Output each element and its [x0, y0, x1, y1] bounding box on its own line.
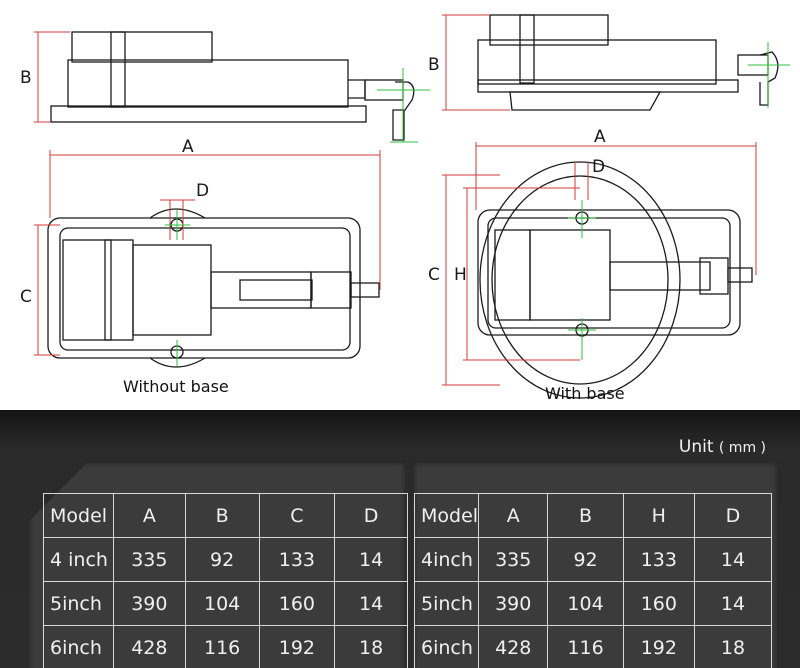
dimension-b-label-right: B: [428, 55, 440, 75]
table-row: 4 inch 335 92 133 14: [43, 537, 408, 582]
table-cell: 192: [622, 625, 695, 668]
dimension-h-label: H: [454, 265, 467, 285]
header-cell: D: [693, 493, 773, 538]
table-row: 6inch 428 116 192 18: [413, 625, 773, 668]
table-header-row: Model A B H D: [413, 493, 773, 538]
table-row: 5inch 390 104 160 14: [43, 581, 408, 626]
table-row: 5inch 390 104 160 14: [413, 581, 773, 626]
table-cell: 18: [693, 625, 773, 668]
header-cell: A: [478, 493, 549, 538]
header-cell: D: [334, 493, 408, 538]
header-cell: C: [258, 493, 336, 538]
unit-prefix: Unit: [678, 437, 714, 457]
center-lines: [165, 42, 790, 366]
table-cell: 116: [184, 625, 260, 668]
technical-drawing: B B A A D D C C H Without base With base: [0, 0, 800, 410]
dimension-c-label-right: C: [428, 265, 440, 285]
table-cell: 335: [478, 537, 549, 582]
header-cell: B: [184, 493, 260, 538]
header-cell: Model: [43, 493, 114, 538]
table-cell: 104: [184, 581, 260, 626]
table-cell: 92: [547, 537, 624, 582]
header-cell: Model: [413, 493, 480, 538]
table-header-row: Model A B C D: [43, 493, 408, 538]
dimension-d-label-left: D: [196, 181, 209, 201]
spec-section: Unit ( mm ) Model A B C D 4 inch 335 92 …: [0, 410, 800, 668]
dimension-b-label-left: B: [20, 68, 32, 88]
table-cell: 133: [622, 537, 695, 582]
side-view-without-base: [50, 31, 415, 141]
header-cell: H: [622, 493, 695, 538]
unit-label: Unit ( mm ): [679, 437, 766, 457]
header-cell: B: [547, 493, 624, 538]
table-cell: 116: [547, 625, 624, 668]
table-cell: 104: [547, 581, 624, 626]
spec-table-without-base: Model A B C D 4 inch 335 92 133 14 5inch…: [43, 493, 408, 668]
table-cell: 160: [258, 581, 336, 626]
table-cell: 14: [334, 537, 408, 582]
spec-table-with-base: Model A B H D 4inch 335 92 133 14 5inch …: [413, 493, 773, 668]
top-view-without-base: [47, 208, 380, 368]
table-cell: 390: [112, 581, 186, 626]
dimension-c-label-left: C: [20, 287, 32, 307]
table-cell: 335: [112, 537, 186, 582]
table-cell: 4inch: [413, 537, 480, 582]
table-row: 6inch 428 116 192 18: [43, 625, 408, 668]
vise-drawings: B B A A D D C C H Without base With base: [20, 14, 790, 403]
table-cell: 6inch: [413, 625, 480, 668]
table-cell: 4 inch: [43, 537, 114, 582]
table-cell: 5inch: [413, 581, 480, 626]
table-cell: 14: [693, 581, 773, 626]
dimension-a-label-right: A: [594, 127, 606, 147]
table-cell: 160: [622, 581, 695, 626]
header-cell: A: [112, 493, 186, 538]
table-cell: 428: [112, 625, 186, 668]
dimension-d-label-right: D: [592, 157, 605, 177]
unit-suffix: ( mm ): [718, 440, 766, 456]
dimension-a-label-left: A: [182, 137, 194, 157]
table-cell: 6inch: [43, 625, 114, 668]
table-cell: 92: [184, 537, 260, 582]
top-view-with-base: [477, 161, 753, 399]
table-cell: 14: [334, 581, 408, 626]
table-cell: 5inch: [43, 581, 114, 626]
table-cell: 390: [478, 581, 549, 626]
table-cell: 18: [334, 625, 408, 668]
table-cell: 133: [258, 537, 336, 582]
caption-without-base: Without base: [123, 377, 229, 396]
caption-with-base: With base: [545, 384, 625, 403]
side-view-with-base: [477, 14, 779, 111]
table-cell: 428: [478, 625, 549, 668]
table-cell: 192: [258, 625, 336, 668]
dimension-lines: [34, 14, 757, 386]
table-row: 4inch 335 92 133 14: [413, 537, 773, 582]
table-cell: 14: [693, 537, 773, 582]
